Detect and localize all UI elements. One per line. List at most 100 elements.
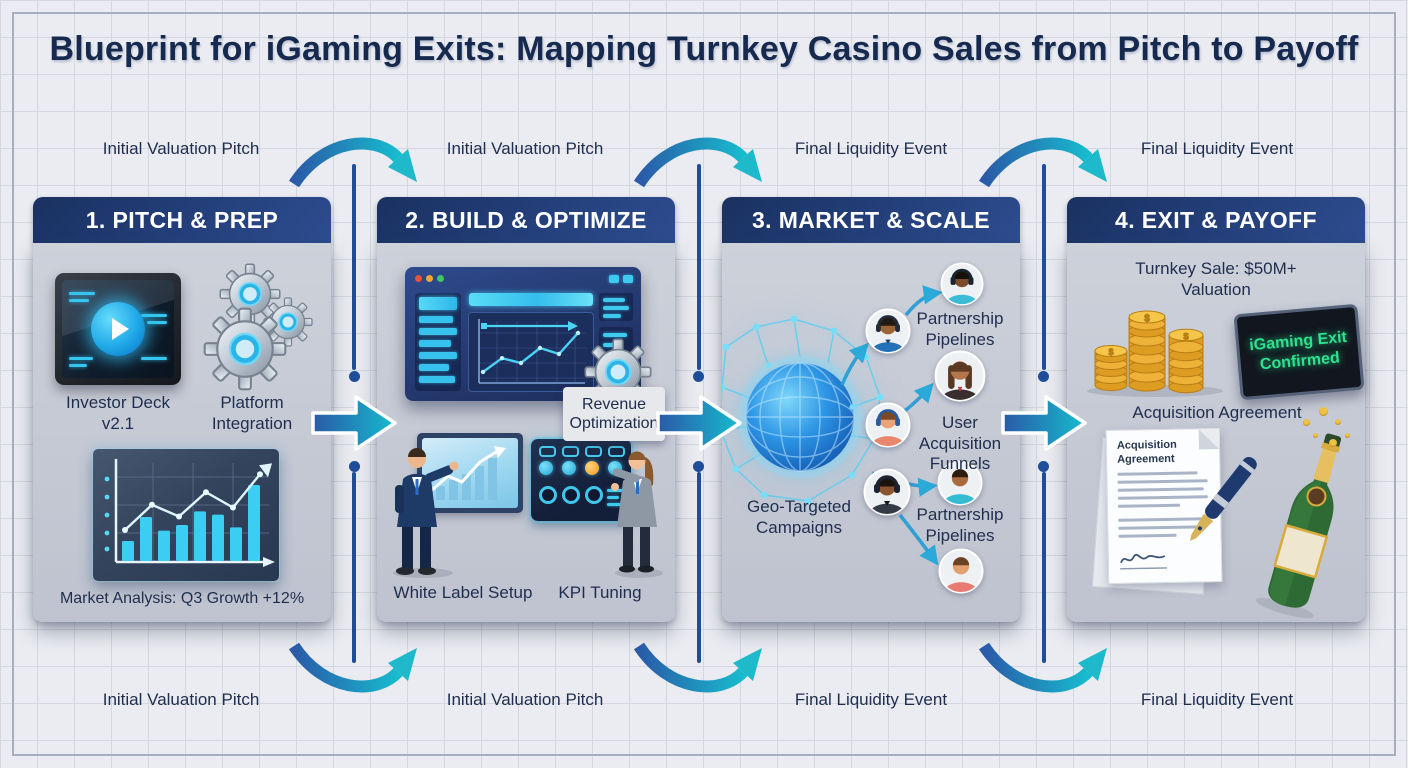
partner-avatar-woman (934, 350, 986, 407)
turnkey-sale-label: Turnkey Sale: $50M+ Valuation (1135, 259, 1297, 299)
top-swoosh-arrow-3 (978, 137, 1107, 188)
kpi-tuning-label: KPI Tuning (558, 583, 642, 602)
fountain-pen-icon (1190, 456, 1257, 542)
timeline-dot (1038, 461, 1049, 472)
flow-label-bottom-4: Final Liquidity Event (1140, 690, 1294, 709)
exit-confirmed-screen: iGaming Exit Confirmed (1233, 303, 1365, 401)
partner-avatar-1 (940, 262, 984, 311)
flow-label-bottom-2: Initial Valuation Pitch (446, 690, 604, 709)
partner-avatar-2 (937, 460, 983, 511)
dashboard-widget-a (599, 293, 633, 321)
revenue-optimization-callout: Revenue Optimization (563, 387, 665, 441)
svg-text:$: $ (1183, 332, 1189, 343)
flow-label-top-1: Initial Valuation Pitch (102, 139, 260, 158)
stage-body-3: Partnership Pipelines User Acquisition F… (722, 243, 1020, 622)
exit-confirmed-text: iGaming Exit Confirmed (1248, 328, 1348, 374)
stage-panel-pitch-prep: 1. PITCH & PREP I (33, 197, 331, 622)
gears-icon (203, 263, 313, 391)
champagne-bottle-icon (1255, 433, 1342, 619)
flow-label-top-2: Initial Valuation Pitch (446, 139, 604, 158)
partnership-pipelines-top-label: Partnership Pipelines (916, 309, 1004, 349)
window-button (609, 275, 619, 283)
timeline-line (352, 472, 356, 663)
acquisition-document-icon: Acquisition Agreement (1105, 428, 1223, 584)
presenter-woman-icon (611, 451, 663, 578)
bottom-swoosh-arrow-1 (288, 642, 417, 693)
agent-avatar-headset-2 (865, 402, 911, 453)
stage-panel-exit-payoff: 4. EXIT & PAYOFF Turnkey Sale: $50M+ Val… (1067, 197, 1365, 622)
stage-header-4: 4. EXIT & PAYOFF (1067, 197, 1365, 243)
bubble (1303, 419, 1310, 426)
flow-label-top-4: Final Liquidity Event (1140, 139, 1294, 158)
timeline-dot (693, 371, 704, 382)
bubble (1329, 439, 1337, 447)
signature (1120, 553, 1168, 570)
investor-deck-tablet-icon (55, 273, 181, 385)
investor-deck-label: Investor Deck v2.1 (66, 393, 170, 433)
partner-avatar-3 (938, 548, 984, 599)
play-button-icon (91, 302, 145, 356)
flow-label-bottom-1: Initial Valuation Pitch (102, 690, 260, 709)
timeline-line (352, 164, 356, 370)
timeline-dot (1038, 371, 1049, 382)
user-acquisition-funnels-label: User Acquisition Funnels (918, 413, 1002, 474)
stage-panel-market-scale: 3. MARKET & SCALE (722, 197, 1020, 622)
flow-label-bottom-3: Final Liquidity Event (794, 690, 948, 709)
timeline-dot (693, 461, 704, 472)
top-swoosh-arrow-2 (633, 137, 762, 188)
stage-body-4: Turnkey Sale: $50M+ Valuation $ (1067, 243, 1365, 622)
window-button (623, 275, 633, 283)
stage-arrow-2-3 (656, 395, 742, 451)
presenter-man-icon (393, 448, 459, 578)
window-dot-red (415, 275, 422, 282)
stage-header-1: 1. PITCH & PREP (33, 197, 331, 243)
tablet-text-line (69, 364, 87, 367)
dashboard-searchbar (469, 293, 593, 306)
white-label-setup-label: White Label Setup (393, 583, 533, 602)
globe-network-icon (722, 315, 884, 505)
bubble (1345, 433, 1350, 438)
page-title: Blueprint for iGaming Exits: Mapping Tur… (49, 30, 1359, 68)
tablet-text-line (141, 314, 167, 317)
timeline-dot (348, 461, 360, 472)
acquisition-agreement-label: Acquisition Agreement (1132, 403, 1302, 422)
tablet-text-line (147, 321, 167, 324)
agent-avatar-headset-3 (863, 468, 911, 521)
timeline-dot (348, 371, 360, 382)
coin-stacks-icon: $ $ (1087, 310, 1223, 397)
market-analysis-chart-icon (93, 449, 279, 581)
top-swoosh-arrow-1 (288, 137, 417, 188)
stage-body-1: Investor Deck v2.1 Platform Integration (33, 243, 331, 622)
tablet-text-line (69, 292, 95, 295)
bottom-swoosh-arrow-2 (633, 642, 762, 693)
stage-header-2: 2. BUILD & OPTIMIZE (377, 197, 675, 243)
tablet-screen (62, 280, 174, 378)
dashboard-chart (469, 313, 593, 391)
timeline-line (1041, 164, 1046, 370)
bubble (1319, 407, 1328, 416)
tablet-text-line (69, 299, 89, 302)
partnership-pipelines-bottom-label: Partnership Pipelines (916, 505, 1004, 545)
geo-targeted-campaigns-label: Geo-Targeted Campaigns (747, 497, 851, 537)
tablet-text-line (69, 357, 93, 360)
timeline-line (696, 164, 701, 370)
revenue-optimization-label: Revenue Optimization (569, 395, 659, 432)
stage-arrow-1-2 (311, 395, 397, 451)
market-analysis-label: Market Analysis: Q3 Growth +12% (59, 590, 305, 607)
window-dot-yellow (426, 275, 433, 282)
stage-panel-build-optimize: 2. BUILD & OPTIMIZE (377, 197, 675, 622)
stage-arrow-3-4 (1001, 395, 1087, 451)
flow-label-top-3: Final Liquidity Event (794, 139, 948, 158)
window-dot-green (437, 275, 444, 282)
svg-text:$: $ (1144, 314, 1150, 325)
bottom-swoosh-arrow-3 (978, 642, 1107, 693)
stage-header-3: 3. MARKET & SCALE (722, 197, 1020, 243)
platform-integration-label: Platform Integration (211, 393, 293, 433)
bubble (1335, 419, 1341, 425)
tablet-text-line (141, 357, 167, 360)
kpi-panel-icon (531, 439, 631, 521)
stage-body-2: Revenue Optimization (377, 243, 675, 622)
timeline-line (1041, 472, 1046, 663)
timeline-line (696, 472, 701, 663)
